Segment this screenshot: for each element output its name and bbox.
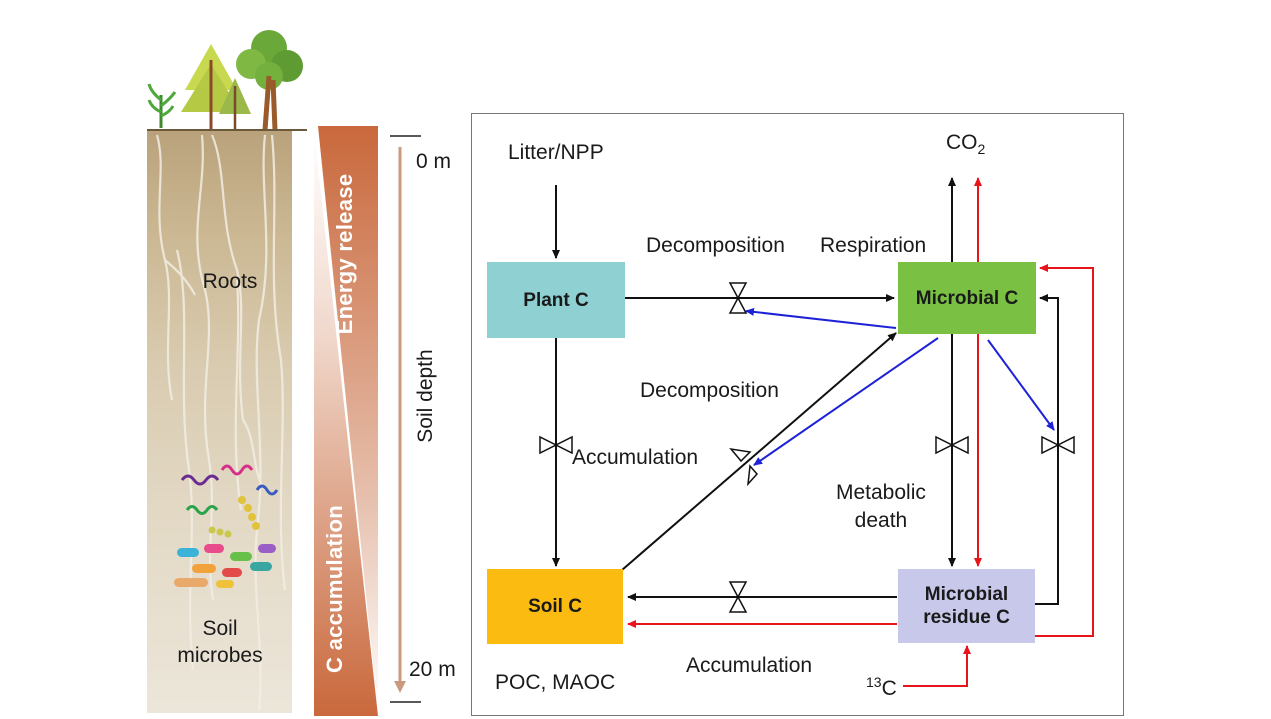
microbial-residue-c-box: Microbial residue C bbox=[898, 569, 1035, 643]
co2-subscript: 2 bbox=[977, 141, 986, 158]
depth-bottom-label: 20 m bbox=[409, 658, 456, 681]
microbial-to-soil-blue-arrow bbox=[753, 337, 939, 466]
accumulation-left-label: Accumulation bbox=[572, 446, 699, 469]
microbial-to-plant-blue-arrow bbox=[745, 307, 897, 329]
valve-icon-soil-microbial bbox=[729, 447, 759, 487]
isotope-superscript: 13 bbox=[866, 674, 882, 690]
metabolic-death-line2: death bbox=[854, 509, 908, 532]
poc-maoc-label: POC, MAOC bbox=[495, 671, 616, 694]
depth-axis bbox=[390, 135, 421, 703]
valve-icon-plant-microbial bbox=[728, 282, 748, 314]
roots-label: Roots bbox=[202, 270, 258, 293]
c-accumulation-wedge bbox=[314, 126, 378, 716]
valve-icon-residue-soil bbox=[728, 581, 748, 613]
soil-microbes-label-line2: microbes bbox=[177, 644, 263, 667]
decomposition-top-label: Decomposition bbox=[646, 234, 785, 257]
decomposition-mid-label: Decomposition bbox=[640, 379, 779, 402]
isotope-13c-label: 13C bbox=[866, 674, 897, 701]
soil-profile-illustration: Roots Soil microbes bbox=[147, 130, 292, 713]
valve-icon-microbial-residue bbox=[935, 435, 969, 455]
residue-to-microbial-black-arrow bbox=[1035, 294, 1059, 605]
metabolic-death-line1: Metabolic bbox=[836, 481, 926, 504]
respiration-label: Respiration bbox=[820, 234, 927, 257]
plant-c-box: Plant C bbox=[487, 262, 625, 338]
depth-top-label: 0 m bbox=[416, 150, 452, 173]
isotope-input-arrow bbox=[903, 645, 971, 687]
residue-box-line1: Microbial bbox=[924, 584, 1009, 605]
isotope-text: C bbox=[881, 677, 897, 700]
litter-npp-label: Litter/NPP bbox=[508, 141, 604, 164]
valve-icon-plant-soil bbox=[539, 435, 573, 455]
microbial-to-residue-blue-arrow bbox=[987, 339, 1055, 431]
valve-icons bbox=[539, 282, 1075, 613]
residue-to-microbial-red-arrow bbox=[1035, 264, 1094, 637]
soil-microbes-label-line1: Soil bbox=[202, 617, 238, 640]
soil-to-microbial-arrow bbox=[621, 332, 897, 571]
soil-microbes-label: Soil microbes bbox=[165, 615, 275, 669]
co2-label-text: CO bbox=[946, 131, 978, 154]
valve-icon-residue-microbial bbox=[1041, 435, 1075, 455]
co2-label: CO2 bbox=[946, 131, 985, 157]
microbes-illustration bbox=[174, 464, 279, 588]
residue-box-line2: residue C bbox=[923, 607, 1010, 628]
microbial-c-box: Microbial C bbox=[898, 262, 1036, 334]
accumulation-bottom-label: Accumulation bbox=[686, 654, 813, 677]
soil-c-box: Soil C bbox=[487, 569, 623, 644]
roots-illustration bbox=[155, 134, 287, 711]
metabolic-death-label: Metabolic death bbox=[836, 479, 926, 535]
carbon-flow-diagram-frame bbox=[471, 113, 1124, 716]
plants-illustration bbox=[147, 30, 307, 131]
